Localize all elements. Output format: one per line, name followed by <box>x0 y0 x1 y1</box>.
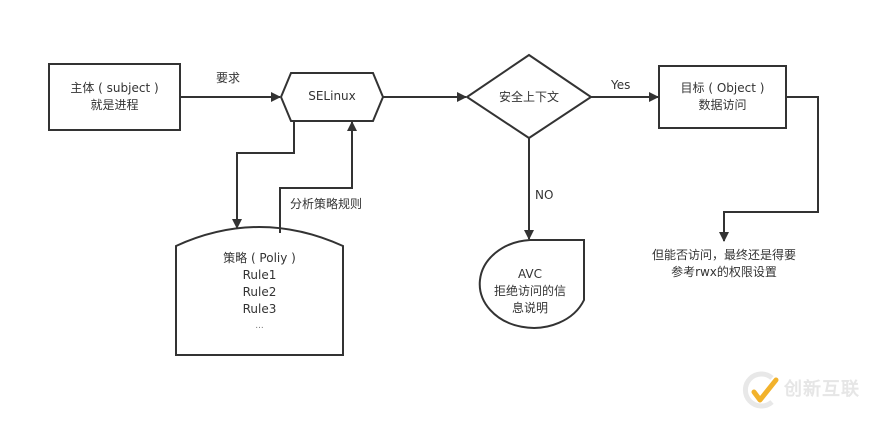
subject-label: 主体 ( subject ) 就是进程 <box>49 80 180 114</box>
policy-label: 策略 ( Poliy ) Rule1 Rule2 Rule3 ... <box>176 250 343 335</box>
object-line2: 数据访问 <box>698 98 747 112</box>
edge-label-no: NO <box>535 188 554 202</box>
edge-label-yes: Yes <box>611 78 631 92</box>
edge-object-to-note <box>719 96 819 242</box>
avc-node <box>478 239 585 329</box>
policy-rule: Rule3 <box>242 302 277 316</box>
watermark: 创新互联 <box>742 368 877 412</box>
note-line2: 参考rwx的权限设置 <box>671 265 777 279</box>
selinux-node <box>279 72 385 122</box>
policy-rule: Rule1 <box>242 268 277 282</box>
policy-rule: Rule2 <box>242 285 277 299</box>
chuangxin-logo-icon <box>742 371 779 409</box>
edge-policy-to-selinux <box>279 121 357 233</box>
subject-line1: 主体 ( subject ) <box>70 81 159 95</box>
avc-line3: 息说明 <box>511 301 548 315</box>
avc-label: AVC 拒绝访问的信 息说明 <box>470 266 590 317</box>
policy-node <box>175 226 344 356</box>
avc-line1: AVC <box>517 267 543 281</box>
watermark-text: 创新互联 <box>784 379 860 400</box>
policy-title: 策略 ( Poliy ) <box>223 251 296 265</box>
edge-label-request: 要求 <box>216 71 241 85</box>
edge-selinux-to-policy <box>232 121 295 229</box>
avc-line2: 拒绝访问的信 <box>493 284 566 298</box>
object-line1: 目标 ( Object ) <box>680 81 765 95</box>
selinux-label: SELinux <box>308 89 356 103</box>
note-line1: 但能否访问，最终还是得要 <box>651 248 796 262</box>
object-label: 目标 ( Object ) 数据访问 <box>659 80 786 114</box>
subject-node <box>48 63 181 131</box>
edge-label-analyze-policy: 分析策略规则 <box>290 197 363 211</box>
decision-label: 安全上下文 <box>498 90 559 104</box>
policy-ellipsis: ... <box>255 321 264 331</box>
note-label: 但能否访问，最终还是得要 参考rwx的权限设置 <box>624 247 824 281</box>
subject-line2: 就是进程 <box>90 98 139 112</box>
